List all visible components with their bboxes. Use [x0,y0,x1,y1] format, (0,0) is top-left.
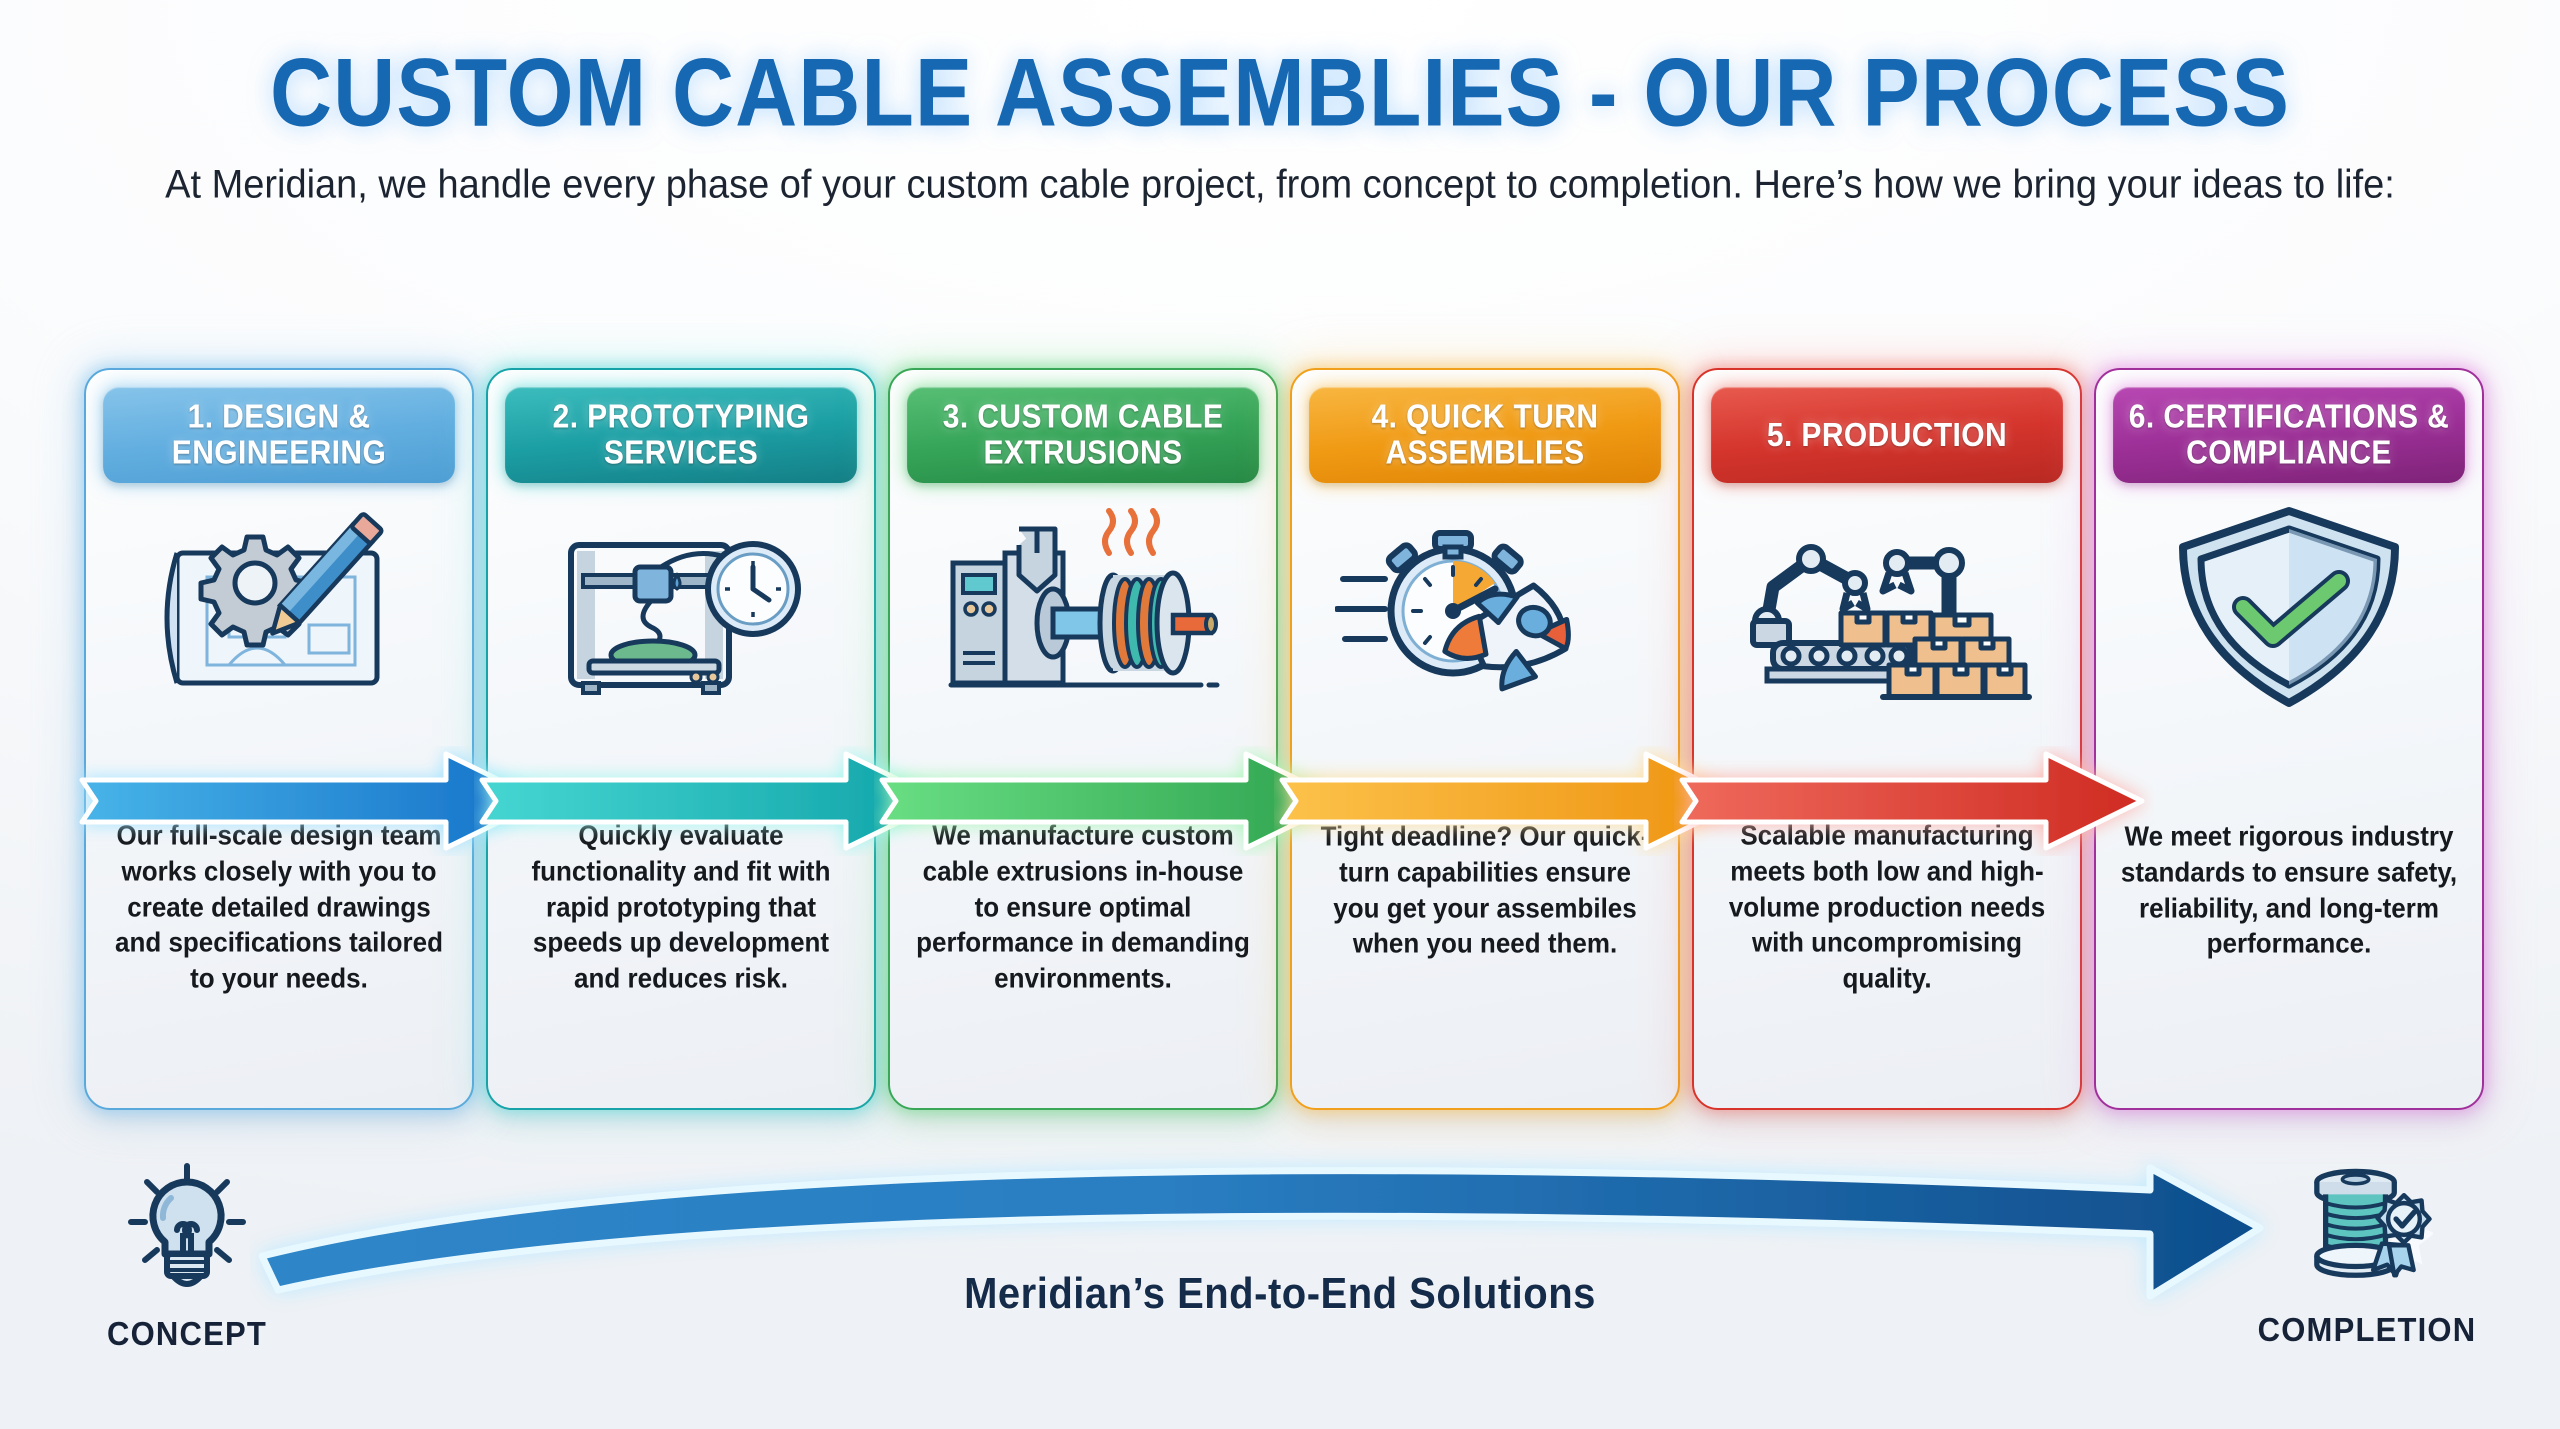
process-card-2[interactable]: 2. PROTOTYPING SERVICES [486,368,876,1110]
extruder-cable-spool-icon [890,497,1276,717]
shield-check-icon [2096,497,2482,717]
concept-endcap: CONCEPT [42,1160,332,1352]
card-body-6: We meet rigorous industry standards to e… [2120,820,2458,960]
card-title-4: 4. QUICK TURN ASSEMBLIES [1371,398,1599,472]
card-title-6: 6. CERTIFICATIONS & COMPLIANCE [2128,398,2450,472]
card-header-1: 1. DESIGN & ENGINEERING [103,387,455,483]
card-body-4: Tight deadline? Our quick-turn capabilit… [1320,820,1650,960]
stopwatch-rocket-icon [1292,497,1678,717]
completion-label: COMPLETION [2257,1310,2477,1349]
card-body-1: Our full-scale design team works closely… [115,818,443,995]
process-steps-row: 1. DESIGN & ENGINEERING [84,368,2484,1110]
completion-endcap: COMPLETION [2222,1156,2512,1348]
process-card-1[interactable]: 1. DESIGN & ENGINEERING [84,368,474,1110]
process-card-6[interactable]: 6. CERTIFICATIONS & COMPLIANCE We meet r… [2094,368,2484,1110]
process-card-4[interactable]: 4. QUICK TURN ASSEMBLIES [1290,368,1680,1110]
card-header-6: 6. CERTIFICATIONS & COMPLIANCE [2113,387,2465,483]
card-body-3: We manufacture custom cable extrusions i… [916,818,1250,995]
3d-printer-clock-icon [488,497,874,717]
cable-spool-award-icon [2222,1156,2512,1296]
card-header-5: 5. PRODUCTION [1711,387,2063,483]
summary-label: Meridian’s End-to-End Solutions [964,1270,1596,1318]
card-title-1: 1. DESIGN & ENGINEERING [171,398,387,472]
process-card-3[interactable]: 3. CUSTOM CABLE EXTRUSIONS [888,368,1278,1110]
card-title-2: 2. PROTOTYPING SERVICES [552,398,810,472]
header: CUSTOM CABLE ASSEMBLIES - OUR PROCESS At… [0,0,2560,210]
bottom-summary: CONCEPT Meridian’s End-to-End Solutions [0,1112,2560,1429]
card-title-5: 5. PRODUCTION [1766,416,2008,454]
card-title-3: 3. CUSTOM CABLE EXTRUSIONS [942,398,1224,472]
lightbulb-icon [42,1160,332,1300]
page-subtitle: At Meridian, we handle every phase of yo… [165,162,2395,208]
card-header-2: 2. PROTOTYPING SERVICES [505,387,857,483]
card-body-2: Quickly evaluate functionality and fit w… [531,818,831,995]
page-title: CUSTOM CABLE ASSEMBLIES - OUR PROCESS [270,39,2290,147]
robot-arm-conveyor-boxes-icon [1694,497,2080,717]
card-header-3: 3. CUSTOM CABLE EXTRUSIONS [907,387,1259,483]
curved-arrow-right-icon [250,1138,2310,1318]
card-header-4: 4. QUICK TURN ASSEMBLIES [1309,387,1661,483]
process-card-5[interactable]: 5. PRODUCTION [1692,368,2082,1110]
card-body-5: Scalable manufacturing meets both low an… [1728,818,2046,995]
concept-label: CONCEPT [107,1314,267,1353]
blueprint-gear-pencil-icon [86,497,472,717]
